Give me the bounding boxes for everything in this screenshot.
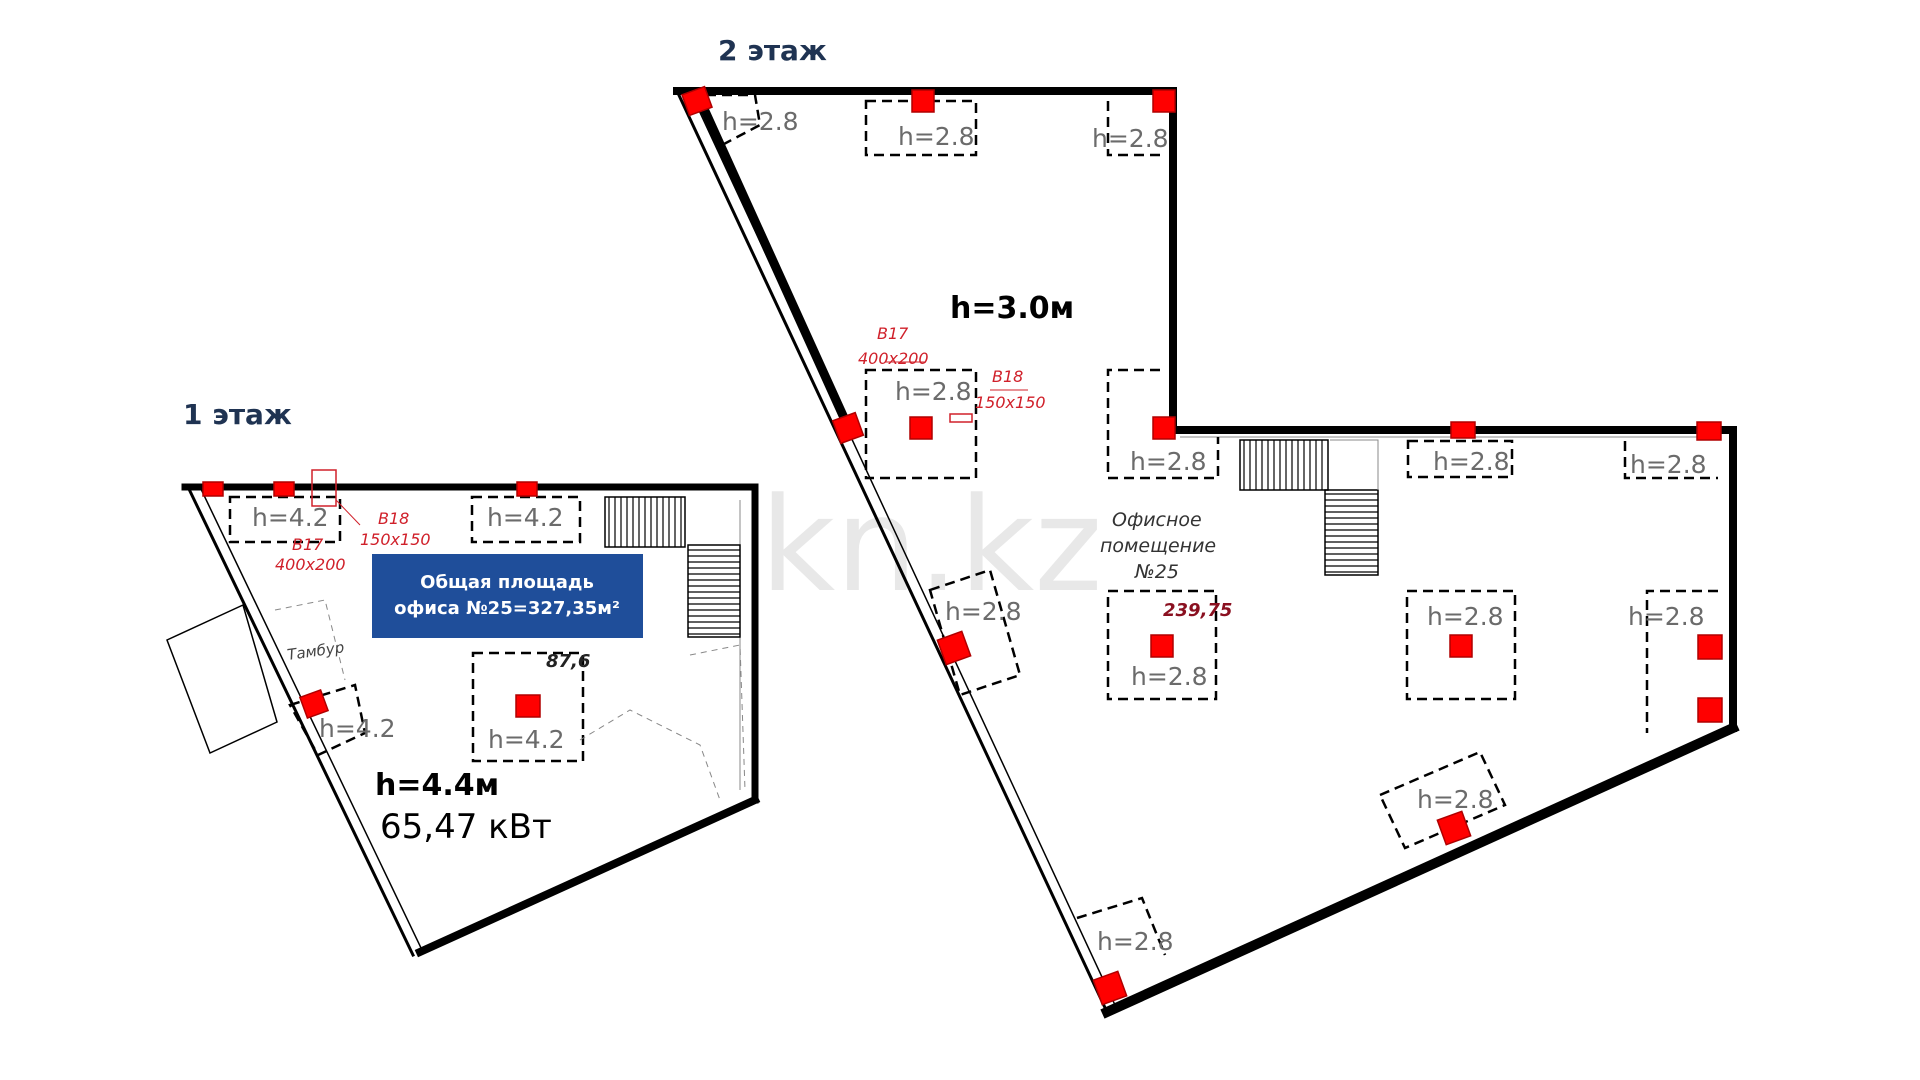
floor1-zone (228, 495, 342, 544)
floor2-height-label: h=2.8 (945, 597, 1022, 626)
floor2-vent-b18-size: 150x150 (975, 393, 1046, 412)
floor1-tambur-label: Тамбур (286, 638, 345, 664)
floor1-vent-leader (335, 499, 361, 526)
floor2-room-label-1: Офисное (1112, 509, 1202, 531)
floor1-plan: 1 этаж B18 150x150 B17 400x200 (166, 398, 761, 958)
floor2-zone (1405, 589, 1517, 701)
floor1-height-label: h=4.2 (488, 725, 565, 754)
column-marker (515, 694, 541, 718)
floor1-vent-b17-size: 400x200 (275, 555, 346, 574)
floor1-area-value: 87,6 (546, 651, 590, 672)
floor1-vent-b18-size: 150x150 (360, 530, 431, 549)
column-marker (681, 85, 713, 117)
column-marker (911, 89, 935, 113)
floor2-zone (1406, 439, 1514, 479)
floor2-height-label: h=2.8 (1427, 602, 1504, 631)
column-marker (1697, 634, 1723, 660)
floor2-height-label: h=2.8 (1628, 602, 1705, 631)
column-marker (1696, 421, 1722, 441)
floor2-stair-well (1330, 439, 1379, 490)
floor2-vent-b17-size: 400x200 (858, 349, 929, 368)
floor2-zone (1106, 589, 1218, 701)
floor1-wall-bottom (414, 794, 761, 958)
floor2-height-label: h=2.8 (1433, 447, 1510, 476)
floor2-height-label: h=2.8 (1131, 662, 1208, 691)
floor1-ceiling-height: h=4.4м (375, 768, 499, 803)
floor1-power: 65,47 кВт (380, 807, 552, 847)
floor2-wall-left (675, 89, 1109, 1014)
floor2-zone (1378, 750, 1507, 850)
floor1-wall-left (185, 484, 416, 958)
floor2-room-label-3: №25 (1134, 561, 1179, 583)
column-marker (936, 630, 972, 666)
floor1-zone (288, 683, 367, 757)
floor2-height-label: h=2.8 (895, 377, 972, 406)
floor2-stair-steps (1243, 440, 1378, 573)
floor2-plan: 2 этаж B17 400x200 (673, 34, 1740, 1019)
column-marker (1449, 634, 1473, 658)
floor2-vent-marker (949, 413, 973, 423)
floor2-height-label: h=2.8 (1130, 447, 1207, 476)
floor2-zone (864, 368, 978, 480)
floor2-zone (1076, 896, 1167, 956)
floor2-title: 2 этаж (718, 34, 827, 67)
column-marker (516, 481, 538, 497)
floor1-zone (470, 495, 582, 544)
floor1-guide (579, 709, 721, 801)
floor2-zone (1106, 101, 1160, 157)
floor1-zone (471, 651, 585, 763)
floor2-wall-bottom (1100, 721, 1740, 1019)
floor1-wall-left-inner (198, 485, 424, 952)
column-marker (1697, 697, 1723, 723)
floor2-wall-left-inner (689, 90, 1116, 1006)
column-marker (1092, 970, 1128, 1006)
column-marker (1152, 89, 1176, 113)
floor1-vent-b18: B18 (378, 509, 409, 528)
floor1-stair-steps (608, 497, 740, 635)
floor2-wall-left-solid (694, 94, 851, 426)
floor1-height-label: h=4.2 (487, 503, 564, 532)
total-area-line1: Общая площадь (420, 572, 594, 593)
tambur-box (166, 603, 278, 755)
floor1-height-label: h=4.2 (319, 714, 396, 743)
floor2-height-label: h=2.8 (898, 122, 975, 151)
floor2-vent-b18: B18 (992, 367, 1023, 386)
floor2-stairs (1239, 439, 1379, 576)
floor2-height-label: h=2.8 (1097, 927, 1174, 956)
floor2-height-label: h=2.8 (1417, 785, 1494, 814)
column-marker (909, 416, 933, 440)
floor2-zone (1623, 441, 1718, 480)
floor2-zone (1106, 368, 1220, 480)
column-marker (831, 411, 865, 445)
floor2-room-label-2: помещение (1100, 535, 1216, 557)
floor2-height-label: h=2.8 (722, 107, 799, 136)
floor2-height-label: h=2.8 (1092, 124, 1169, 153)
floor2-vent-b17: B17 (877, 324, 909, 343)
floor2-height-label: h=2.8 (1630, 450, 1707, 479)
column-marker (1152, 416, 1176, 440)
total-area-badge-bg (372, 554, 643, 638)
column-marker (202, 481, 224, 497)
floor1-guide (689, 644, 746, 791)
column-marker (298, 688, 330, 720)
floor1-vent-b17: B17 (292, 535, 324, 554)
floor2-ceiling-height: h=3.0м (950, 291, 1074, 326)
floor1-vent-marker (311, 469, 337, 507)
floor1-height-label: h=4.2 (252, 503, 329, 532)
column-marker (1150, 634, 1174, 658)
total-area-line2: офиса №25=327,35м² (394, 598, 620, 619)
column-marker (273, 481, 295, 497)
floor1-guide (274, 599, 346, 681)
floor2-zone (1645, 589, 1718, 733)
floor2-area-value: 239,75 (1163, 600, 1232, 621)
floor1-wall-top-right (181, 483, 759, 804)
column-marker (1450, 421, 1476, 439)
total-area-badge: Общая площадь офиса №25=327,35м² (372, 554, 643, 638)
column-marker (1436, 810, 1472, 846)
floor1-title: 1 этаж (183, 398, 292, 431)
